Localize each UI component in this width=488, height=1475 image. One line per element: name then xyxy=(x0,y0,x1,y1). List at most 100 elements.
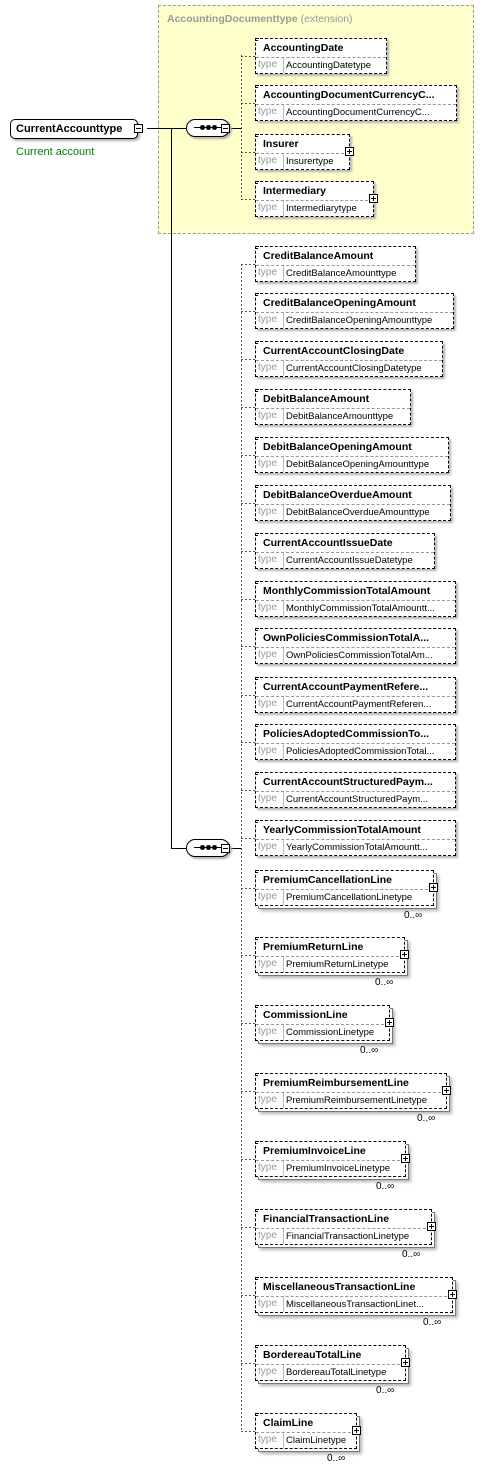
divider xyxy=(256,1092,446,1093)
divider xyxy=(283,266,284,281)
optional-marker-icon xyxy=(255,677,260,682)
sequence-collapse-icon[interactable] xyxy=(221,124,230,133)
type-key-label: type xyxy=(258,793,277,804)
root-element-node[interactable]: CurrentAccounttype xyxy=(10,119,138,139)
element-name: PoliciesAdoptedCommissionTo... xyxy=(263,728,430,740)
divider xyxy=(256,1364,405,1365)
expand-icon[interactable] xyxy=(400,950,409,959)
occurrence-label: 0..∞ xyxy=(376,1385,395,1396)
divider xyxy=(256,791,455,792)
divider xyxy=(256,57,386,58)
expand-icon[interactable] xyxy=(429,883,438,892)
expand-icon[interactable] xyxy=(427,1222,436,1231)
divider xyxy=(256,1228,431,1229)
element-name: CreditBalanceOpeningAmount xyxy=(263,297,416,309)
optional-marker-icon xyxy=(255,85,260,90)
divider xyxy=(283,58,284,73)
type-key-label: type xyxy=(258,554,277,565)
divider xyxy=(256,312,453,313)
divider xyxy=(256,1024,389,1025)
expand-icon[interactable] xyxy=(448,1290,457,1299)
type-key-label: type xyxy=(258,106,277,117)
divider xyxy=(283,105,284,120)
sequence-collapse-icon[interactable] xyxy=(221,844,230,853)
element-name: AccountingDocumentCurrencyC... xyxy=(263,89,435,101)
divider xyxy=(256,647,455,648)
element-type: AccountingDocumentCurrencyC... xyxy=(286,107,430,118)
divider xyxy=(256,889,433,890)
optional-marker-icon xyxy=(255,772,260,777)
element-type: OwnPoliciesCommissionTotalAm... xyxy=(286,650,433,661)
type-key-label: type xyxy=(258,958,277,969)
expand-icon[interactable] xyxy=(352,1426,361,1435)
divider xyxy=(283,840,284,855)
expand-icon[interactable] xyxy=(401,1358,410,1367)
divider xyxy=(283,154,284,169)
optional-marker-icon xyxy=(255,134,260,139)
element-type: ClaimLinetype xyxy=(286,1435,347,1446)
element-name: MiscellaneousTransactionLine xyxy=(263,1281,416,1293)
divider xyxy=(283,697,284,712)
sequence-compositor-content[interactable] xyxy=(186,839,230,857)
element-name: CurrentAccountClosingDate xyxy=(263,345,405,357)
element-type: PremiumCancellationLinetype xyxy=(286,892,413,903)
element-type: PremiumInvoiceLinetype xyxy=(286,1163,391,1174)
divider xyxy=(283,409,284,424)
expand-icon[interactable] xyxy=(345,147,354,156)
optional-marker-icon xyxy=(255,870,260,875)
expand-icon[interactable] xyxy=(442,1086,451,1095)
expand-icon[interactable] xyxy=(369,194,378,203)
expand-icon[interactable] xyxy=(385,1018,394,1027)
optional-marker-icon xyxy=(255,1005,260,1010)
type-key-label: type xyxy=(258,458,277,469)
element-name: CurrentAccountPaymentRefere... xyxy=(263,681,429,693)
element-type: MiscellaneousTransactionLinet... xyxy=(286,1299,424,1310)
element-name: DebitBalanceOverdueAmount xyxy=(263,489,412,501)
divider xyxy=(256,1160,405,1161)
element-node-accounting-document-currency-c[interactable]: AccountingDocumentCurrencyC... type Accoun… xyxy=(255,85,457,121)
divider xyxy=(283,1161,284,1176)
element-name: MonthlyCommissionTotalAmount xyxy=(263,585,431,597)
element-name: PremiumReimbursementLine xyxy=(263,1077,409,1089)
divider xyxy=(283,957,284,972)
root-collapse-icon[interactable] xyxy=(134,124,143,133)
type-key-label: type xyxy=(258,649,277,660)
element-type: YearlyCommissionTotalAmountt... xyxy=(286,842,428,853)
divider xyxy=(283,1297,284,1312)
occurrence-label: 0..∞ xyxy=(402,1249,421,1260)
type-key-label: type xyxy=(258,1094,277,1105)
type-key-label: type xyxy=(258,410,277,421)
element-type: MonthlyCommissionTotalAmountt... xyxy=(286,603,435,614)
element-name: PremiumInvoiceLine xyxy=(263,1145,366,1157)
optional-marker-icon xyxy=(255,181,260,186)
occurrence-label: 0..∞ xyxy=(376,1181,395,1192)
occurrence-label: 0..∞ xyxy=(375,977,394,988)
expand-icon[interactable] xyxy=(401,1154,410,1163)
type-key-label: type xyxy=(258,506,277,517)
